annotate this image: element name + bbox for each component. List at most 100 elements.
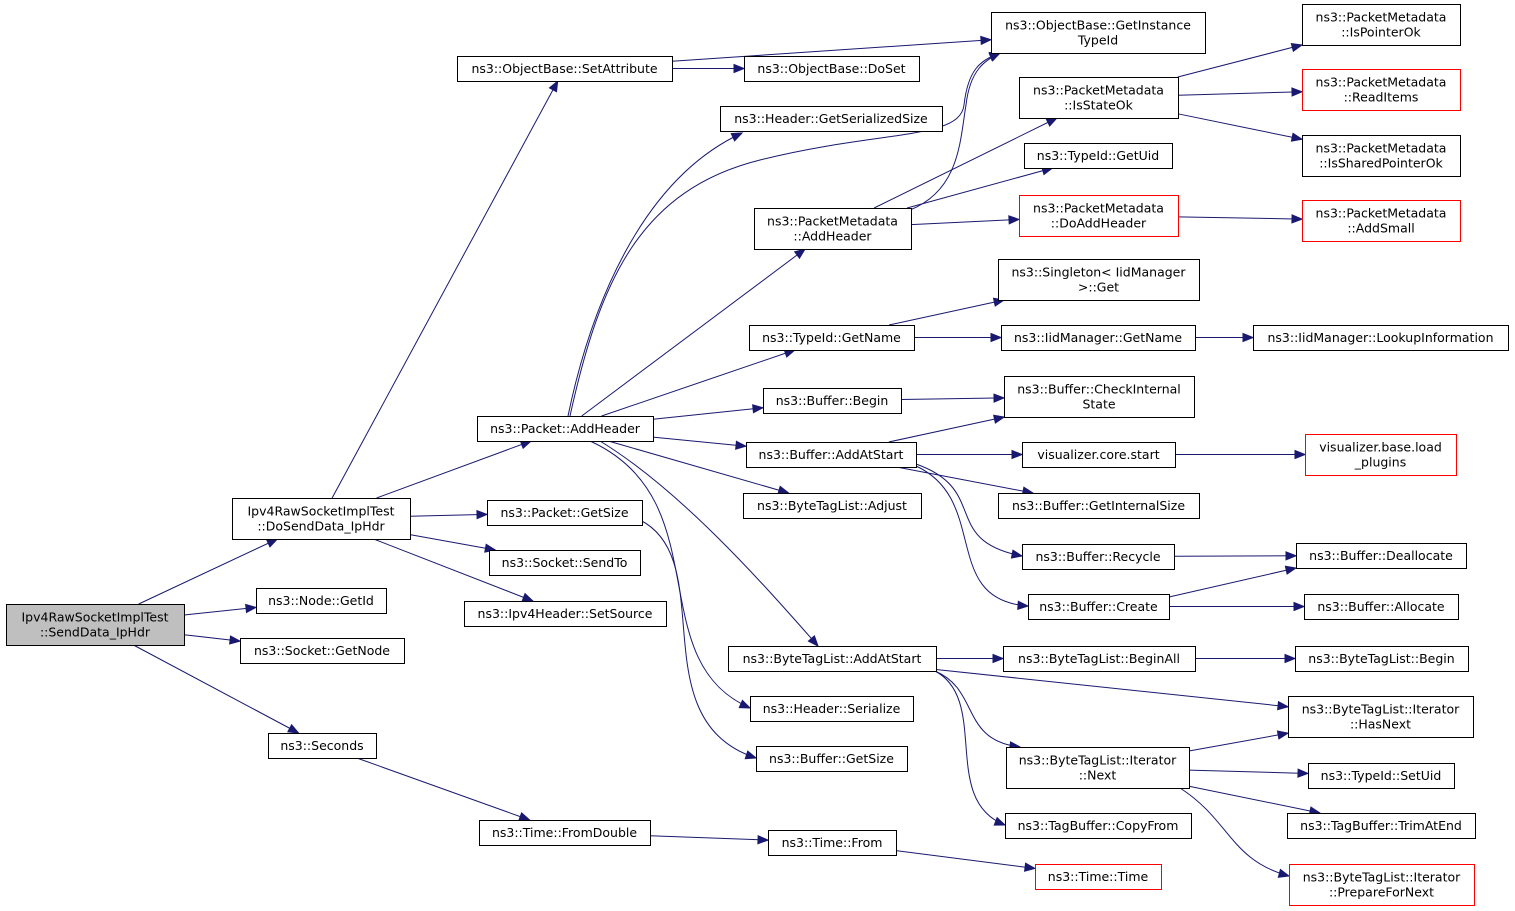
function-node[interactable]: ns3::TagBuffer::TrimAtEnd bbox=[1287, 813, 1476, 839]
function-node-box bbox=[1288, 696, 1474, 738]
function-node-label: ns3::ByteTagList::AddAtStart bbox=[743, 651, 922, 666]
function-node-label: ns3::Buffer::AddAtStart bbox=[759, 447, 904, 462]
function-node[interactable]: ns3::PacketMetadata::AddSmall bbox=[1302, 200, 1461, 242]
function-node[interactable]: ns3::ObjectBase::DoSet bbox=[744, 56, 920, 82]
call-edge bbox=[356, 757, 530, 821]
call-edge-arrowhead bbox=[793, 248, 807, 260]
function-node[interactable]: ns3::Header::GetSerializedSize bbox=[720, 106, 943, 132]
function-node[interactable]: ns3::Buffer::Deallocate bbox=[1296, 543, 1467, 569]
function-node[interactable]: ns3::Header::Serialize bbox=[750, 696, 914, 722]
function-node-label: ns3::Seconds bbox=[280, 738, 363, 753]
call-edge bbox=[649, 835, 769, 841]
function-node[interactable]: ns3::Node::GetId bbox=[256, 588, 387, 614]
call-edge-arrowhead bbox=[980, 35, 993, 46]
call-edge-arrowhead bbox=[548, 79, 559, 93]
function-node-label: visualizer.base.load bbox=[1319, 440, 1442, 455]
function-node-box bbox=[1005, 813, 1192, 839]
function-node-label: ::SendData_IpHdr bbox=[40, 625, 151, 640]
call-edge bbox=[652, 407, 764, 420]
call-edge bbox=[652, 436, 747, 447]
function-node-label: ns3::Socket::GetNode bbox=[254, 643, 390, 658]
function-node[interactable]: ns3::PacketMetadata::DoAddHeader bbox=[1019, 195, 1179, 237]
call-edge bbox=[567, 132, 743, 417]
call-edge-arrowhead bbox=[1276, 730, 1290, 740]
function-node-label: ::DoAddHeader bbox=[1051, 216, 1147, 231]
call-edge-arrowhead bbox=[757, 834, 770, 845]
function-node-label: TypeId bbox=[1077, 33, 1118, 48]
function-node[interactable]: ns3::Ipv4Header::SetSource bbox=[464, 601, 667, 627]
function-node[interactable]: ns3::Buffer::Create bbox=[1028, 594, 1170, 620]
call-edge-arrowhead bbox=[1293, 601, 1306, 612]
function-node[interactable]: ns3::Time::Time bbox=[1035, 864, 1162, 890]
function-node[interactable]: ns3::Time::From bbox=[768, 830, 897, 856]
function-node[interactable]: ns3::ByteTagList::Iterator::Next bbox=[1006, 747, 1190, 789]
function-node[interactable]: ns3::TypeId::GetUid bbox=[1024, 143, 1173, 169]
function-node-box bbox=[1019, 77, 1179, 119]
function-node[interactable]: ns3::TagBuffer::CopyFrom bbox=[1005, 813, 1192, 839]
function-node-box bbox=[1006, 747, 1190, 789]
function-node[interactable]: ns3::PacketMetadata::IsPointerOk bbox=[1302, 4, 1461, 46]
function-node[interactable]: visualizer.base.load_plugins bbox=[1305, 434, 1457, 476]
call-edge bbox=[915, 463, 1023, 557]
function-node-box bbox=[6, 604, 185, 646]
function-node[interactable]: ns3::Buffer::Allocate bbox=[1304, 594, 1459, 620]
function-node[interactable]: ns3::PacketMetadata::AddHeader bbox=[754, 208, 912, 250]
function-node[interactable]: ns3::ByteTagList::Adjust bbox=[743, 493, 922, 519]
function-node-label: ns3::Buffer::Recycle bbox=[1035, 549, 1160, 564]
function-node-box bbox=[756, 746, 908, 772]
function-node[interactable]: ns3::Singleton< IidManager>::Get bbox=[998, 259, 1200, 301]
call-edge-arrowhead bbox=[476, 509, 489, 520]
function-node[interactable]: ns3::Buffer::GetSize bbox=[756, 746, 908, 772]
call-edge-arrowhead bbox=[990, 332, 1003, 343]
function-node[interactable]: ns3::TypeId::GetName bbox=[749, 325, 915, 351]
function-node-label: ns3::Socket::SendTo bbox=[502, 555, 628, 570]
function-node[interactable]: ns3::IidManager::LookupInformation bbox=[1253, 325, 1509, 351]
function-node[interactable]: ns3::Buffer::AddAtStart bbox=[746, 442, 917, 468]
function-node-box bbox=[750, 696, 914, 722]
function-node-box bbox=[479, 820, 651, 846]
function-node-box bbox=[998, 493, 1200, 519]
call-edge-arrowhead bbox=[1284, 565, 1298, 575]
function-node-box bbox=[477, 416, 654, 442]
function-node[interactable]: ns3::IidManager::GetName bbox=[1001, 325, 1196, 351]
call-edge-arrowhead bbox=[738, 699, 752, 709]
function-node[interactable]: Ipv4RawSocketImplTest::SendData_IpHdr bbox=[6, 604, 185, 646]
function-node-label: ns3::PacketMetadata bbox=[1316, 206, 1447, 221]
function-node-box bbox=[1289, 864, 1475, 906]
function-node[interactable]: ns3::PacketMetadata::IsSharedPointerOk bbox=[1302, 135, 1461, 177]
function-node[interactable]: ns3::ByteTagList::AddAtStart bbox=[728, 646, 937, 672]
function-node[interactable]: ns3::Buffer::Recycle bbox=[1022, 544, 1175, 570]
function-node[interactable]: ns3::Socket::GetNode bbox=[240, 638, 405, 664]
call-edge bbox=[1177, 91, 1303, 96]
function-node[interactable]: ns3::Buffer::Begin bbox=[763, 388, 902, 414]
function-node-label: ::PrepareForNext bbox=[1329, 885, 1434, 900]
call-edge bbox=[373, 538, 534, 602]
function-node[interactable]: ns3::ObjectBase::SetAttribute bbox=[457, 56, 673, 82]
function-node-box bbox=[1003, 646, 1196, 672]
function-node[interactable]: ns3::ByteTagList::BeginAll bbox=[1003, 646, 1196, 672]
call-edge-arrowhead bbox=[287, 723, 300, 734]
call-edge-arrowhead bbox=[1045, 117, 1059, 127]
function-node[interactable]: ns3::PacketMetadata::ReadItems bbox=[1302, 69, 1461, 111]
function-node[interactable]: ns3::Buffer::GetInternalSize bbox=[998, 493, 1200, 519]
function-node[interactable]: ns3::Packet::GetSize bbox=[487, 500, 643, 526]
function-node[interactable]: ns3::Socket::SendTo bbox=[489, 550, 641, 576]
function-node[interactable]: ns3::Time::FromDouble bbox=[479, 820, 651, 846]
function-node[interactable]: visualizer.core.start bbox=[1022, 442, 1176, 468]
function-node[interactable]: ns3::PacketMetadata::IsStateOk bbox=[1019, 77, 1179, 119]
function-node[interactable]: ns3::ByteTagList::Iterator::HasNext bbox=[1288, 696, 1474, 738]
function-node[interactable]: ns3::Packet::AddHeader bbox=[477, 416, 654, 442]
function-node-label: ns3::ObjectBase::SetAttribute bbox=[471, 61, 657, 76]
function-node[interactable]: ns3::ByteTagList::Iterator::PrepareForNe… bbox=[1289, 864, 1475, 906]
call-edge bbox=[608, 440, 789, 494]
call-edge-arrowhead bbox=[1011, 449, 1024, 460]
function-node[interactable]: ns3::Seconds bbox=[268, 733, 377, 759]
call-edge-arrowhead bbox=[993, 414, 1006, 424]
function-node[interactable]: Ipv4RawSocketImplTest::DoSendData_IpHdr bbox=[232, 498, 411, 540]
call-edge bbox=[1179, 787, 1290, 877]
call-edge bbox=[888, 416, 1005, 443]
function-node[interactable]: ns3::ByteTagList::Begin bbox=[1295, 646, 1469, 672]
function-node[interactable]: ns3::TypeId::SetUid bbox=[1308, 763, 1455, 789]
